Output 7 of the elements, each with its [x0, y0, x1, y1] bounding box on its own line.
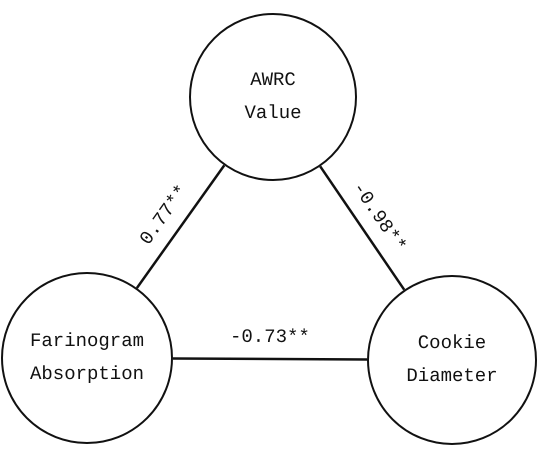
node-label: AWRC Value	[244, 68, 302, 126]
edge-label: -0.73**	[230, 326, 310, 348]
node-label: Cookie Diameter	[406, 330, 498, 389]
connector-line	[136, 164, 226, 289]
connector-line	[173, 357, 367, 361]
connector-line	[319, 166, 406, 290]
node-label: Farinogram Absorption	[30, 328, 144, 387]
